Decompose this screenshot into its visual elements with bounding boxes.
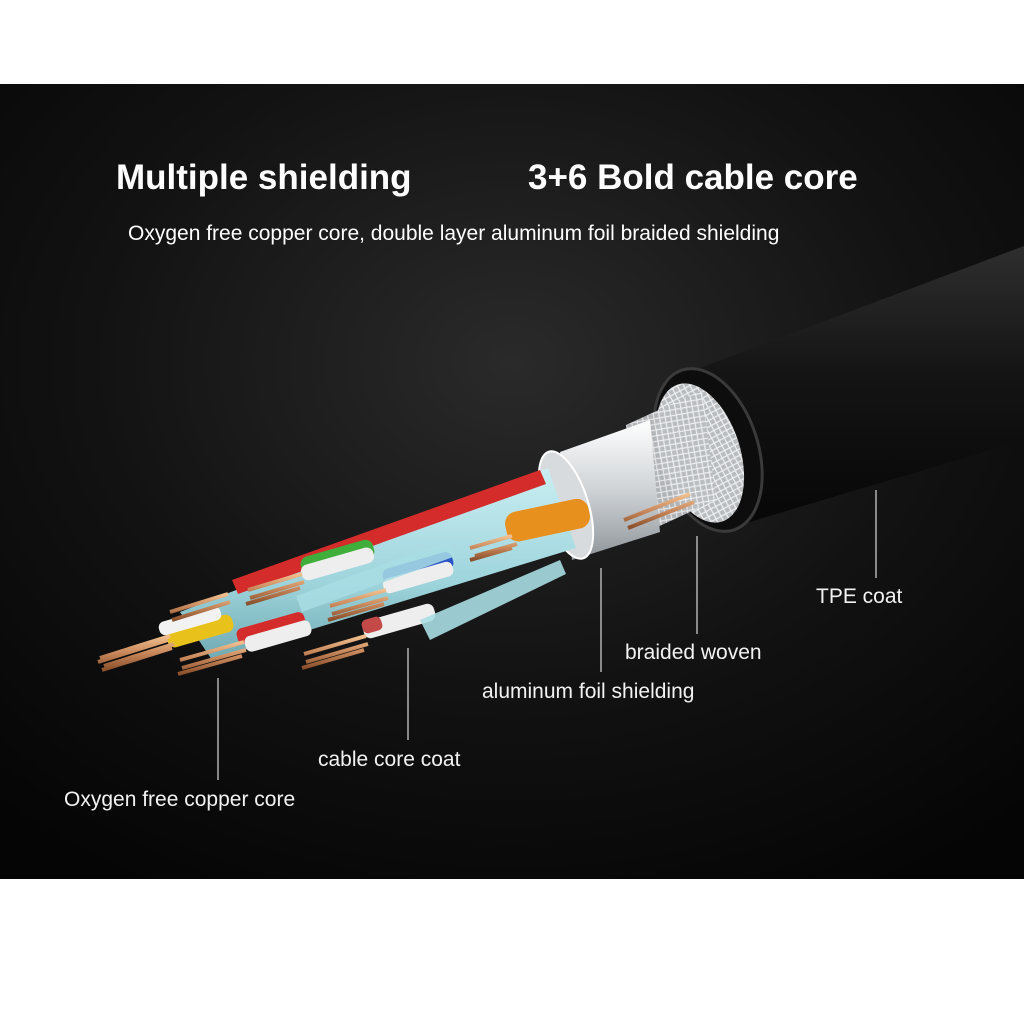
label-aluminum-foil: aluminum foil shielding [482,680,694,703]
wire-pink [362,603,436,639]
label-braided-woven: braided woven [625,641,762,664]
headline-right: 3+6 Bold cable core [528,158,858,197]
wire-yellow [166,614,234,648]
label-copper-core: Oxygen free copper core [64,788,295,811]
headline-left: Multiple shielding [116,158,412,197]
label-tpe-coat: TPE coat [816,585,903,608]
inner-sheath [180,468,576,660]
label-cable-core-coat: cable core coat [318,748,461,771]
cable-illustration [97,246,1024,676]
tpe-jacket [700,246,1024,532]
subtitle: Oxygen free copper core, double layer al… [128,222,779,245]
wire-orange [505,498,590,542]
